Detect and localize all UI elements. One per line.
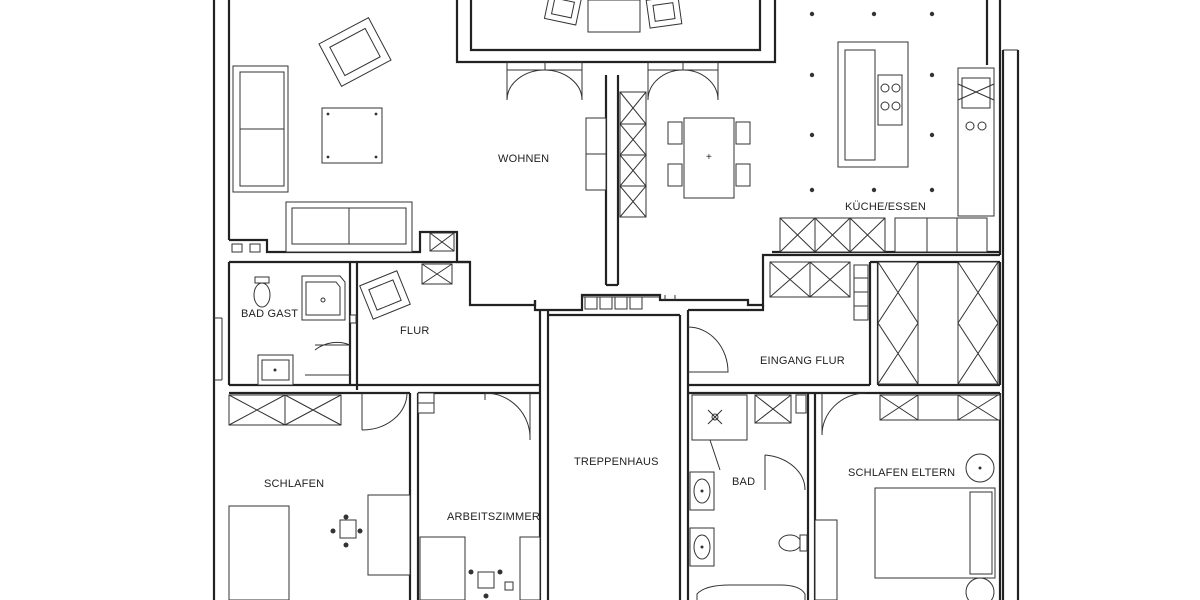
room-label-schlafen: SCHLAFEN — [264, 478, 324, 490]
svg-text:+: + — [706, 152, 712, 163]
shower-icon — [691, 394, 748, 441]
arbeitszimmer-furniture — [417, 392, 541, 600]
wohnen-furniture — [231, 16, 647, 253]
doors — [305, 61, 866, 491]
bad-furniture — [689, 394, 808, 600]
room-label-bad-gast: BAD GAST — [241, 308, 298, 320]
room-label-kueche-essen: KÜCHE/ESSEN — [845, 201, 926, 213]
toilet-icon — [778, 534, 808, 552]
bathtub-icon — [696, 584, 806, 600]
kitchen-island-icon — [837, 41, 909, 168]
shower-icon — [301, 275, 346, 321]
sink-icon — [689, 527, 715, 567]
kueche-furniture: + — [667, 11, 995, 253]
room-label-wohnen: WOHNEN — [498, 153, 549, 165]
room-label-treppenhaus: TREPPENHAUS — [574, 456, 659, 468]
room-label-schlafen-eltern: SCHLAFEN ELTERN — [848, 467, 955, 479]
wintergarden-furniture — [543, 0, 683, 33]
flur-furniture — [359, 263, 453, 320]
room-label-bad: BAD — [732, 476, 755, 488]
room-label-arbeitszimmer: ARBEITSZIMMER — [447, 511, 540, 523]
sink-icon — [689, 471, 715, 511]
bed-icon — [228, 505, 290, 600]
sink-icon — [257, 354, 294, 386]
room-labels: WOHNEN KÜCHE/ESSEN BAD GAST FLUR EINGANG… — [241, 153, 955, 523]
office-chair-icon — [468, 569, 503, 599]
wardrobe-icon — [877, 261, 919, 385]
armchair-icon — [318, 16, 392, 88]
table-icon — [321, 107, 383, 164]
schlafen-furniture — [228, 394, 411, 600]
toilet-icon — [253, 276, 271, 308]
eingang-furniture — [769, 261, 999, 385]
bed-icon — [874, 487, 996, 579]
room-label-flur: FLUR — [400, 325, 430, 337]
room-label-eingang-flur: EINGANG FLUR — [760, 355, 845, 367]
eltern-furniture — [814, 394, 1001, 600]
bad-gast-furniture — [253, 275, 357, 386]
office-chair-icon — [330, 514, 363, 548]
